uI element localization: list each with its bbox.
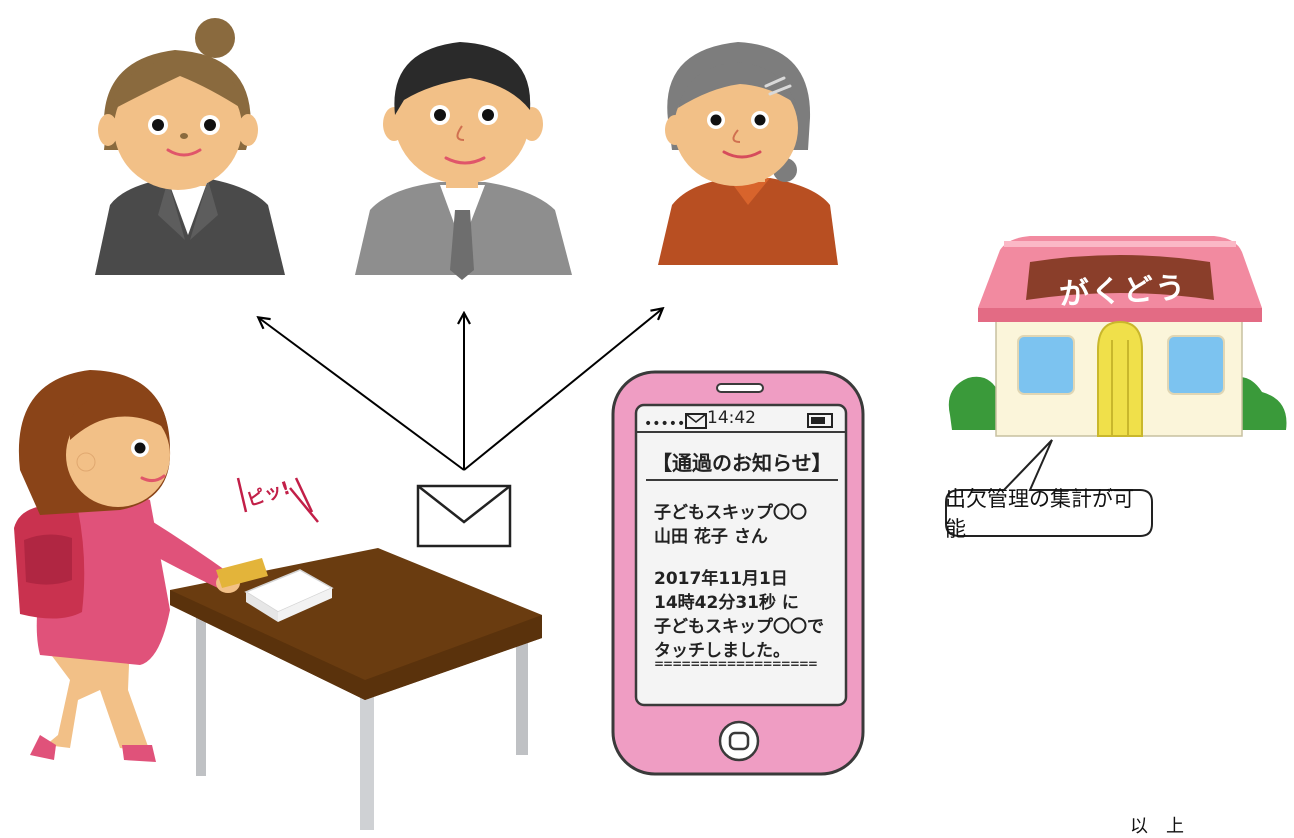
mother-figure (95, 18, 285, 275)
envelope-icon (416, 484, 512, 548)
phone-message-divider: ================== (654, 657, 818, 671)
phone-notification-heading: 【通過のお知らせ】 (652, 451, 832, 475)
speech-bubble (945, 439, 1153, 537)
speech-bubble-text: 出欠管理の集計が可能 (945, 487, 1134, 541)
phone-message-line: 14時42分31秒 に (654, 593, 799, 613)
phone-message-line: 子どもスキップ〇〇 (654, 503, 807, 523)
phone-status-time: 14:42 (707, 408, 756, 428)
phone-message-line: タッチしました。 (654, 641, 790, 661)
phone-message-line: 子どもスキップ〇〇で (654, 617, 824, 637)
smartphone: ••••• (611, 370, 865, 776)
girl-figure (14, 370, 268, 762)
school-building (948, 236, 1287, 437)
footer-label: 以 上 (1130, 816, 1184, 837)
school-sign-label: がくどう (1058, 270, 1189, 313)
notification-arrows (259, 309, 662, 471)
card-reader (244, 569, 334, 622)
svg-text:•••••: ••••• (644, 416, 685, 432)
beep-marks (236, 477, 319, 523)
phone-message-line: 山田 花子 さん (654, 527, 768, 547)
phone-message-line: 2017年11月1日 (654, 569, 788, 589)
grandmother-figure (658, 42, 838, 265)
father-figure (355, 42, 572, 280)
